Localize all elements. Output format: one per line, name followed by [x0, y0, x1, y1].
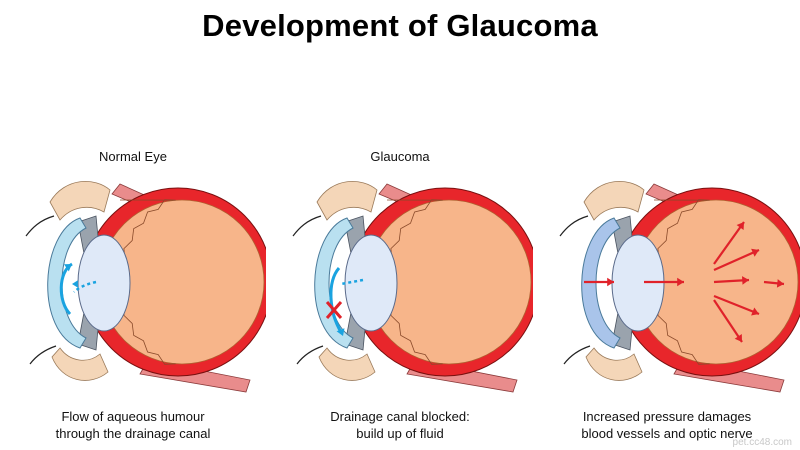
panel-heading: Normal Eye	[99, 149, 167, 164]
pressure-arrowhead	[742, 276, 749, 285]
cornea	[47, 217, 87, 349]
aqueous-flow-arrowhead	[64, 264, 72, 272]
caption-line: blood vessels and optic nerve	[581, 426, 753, 441]
panel-glaucoma: Glaucoma Drainage canal blocked: build u…	[267, 140, 533, 450]
panel-caption: Flow of aqueous humour through the drain…	[0, 408, 266, 442]
pressure-arrowhead	[607, 277, 614, 287]
blocked-canal-x-icon	[325, 301, 343, 319]
pressure-arrow	[713, 299, 743, 343]
pressure-arrowhead	[751, 307, 759, 316]
caption-line: Drainage canal blocked:	[330, 409, 470, 424]
lower-eyelash	[563, 345, 591, 365]
upper-eyelid	[49, 181, 111, 221]
panel-caption: Drainage canal blocked: build up of flui…	[267, 408, 533, 442]
drainage-flow-arrowhead	[72, 280, 78, 288]
caption-line: Increased pressure damages	[582, 409, 752, 424]
caption-line: through the drainage canal	[55, 426, 211, 441]
watermark: pet.cc48.com	[732, 437, 792, 448]
lens	[77, 234, 131, 332]
upper-eyelash	[25, 215, 55, 237]
aqueous-flow-arrow	[329, 267, 343, 333]
pressure-arrow	[713, 294, 760, 316]
pressure-arrowhead	[734, 334, 742, 342]
caption-line: build up of fluid	[356, 426, 444, 441]
panel-heading: Glaucoma	[370, 149, 430, 164]
pressure-eye-illustration	[559, 181, 800, 393]
panel-pressure-damage: Increased pressure damages blood vessels…	[534, 140, 800, 450]
lower-eyelid	[51, 347, 109, 381]
panel-normal-eye: Normal Eye Flow of aqueous humour throug…	[0, 140, 266, 450]
lower-eyelash	[296, 345, 324, 365]
caption-line: Flow of aqueous humour	[61, 409, 205, 424]
upper-eyelash	[559, 215, 589, 237]
upper-eyelid	[316, 181, 378, 221]
lens	[344, 234, 398, 332]
aqueous-flow-arrowhead	[336, 328, 345, 336]
lower-eyelid	[585, 347, 643, 381]
glaucoma-eye-illustration	[292, 181, 533, 393]
pressure-arrowhead	[751, 248, 759, 257]
upper-eyelash	[292, 215, 322, 237]
pressure-arrow	[713, 248, 760, 272]
page-title: Development of Glaucoma	[202, 8, 598, 43]
pressure-arrowhead	[736, 222, 744, 230]
pressure-arrowhead	[677, 277, 684, 287]
pressure-arrow	[713, 221, 745, 265]
cornea	[581, 217, 621, 349]
lower-eyelash	[29, 345, 57, 365]
pressure-arrowhead	[776, 279, 784, 288]
lower-eyelid	[318, 347, 376, 381]
drainage-flow-arrow	[73, 280, 97, 293]
cornea	[314, 217, 354, 349]
blocked-flow-arrow	[340, 278, 364, 286]
normal-eye-illustration	[25, 181, 266, 393]
panel-caption: Increased pressure damages blood vessels…	[534, 408, 800, 442]
upper-eyelid	[583, 181, 645, 221]
